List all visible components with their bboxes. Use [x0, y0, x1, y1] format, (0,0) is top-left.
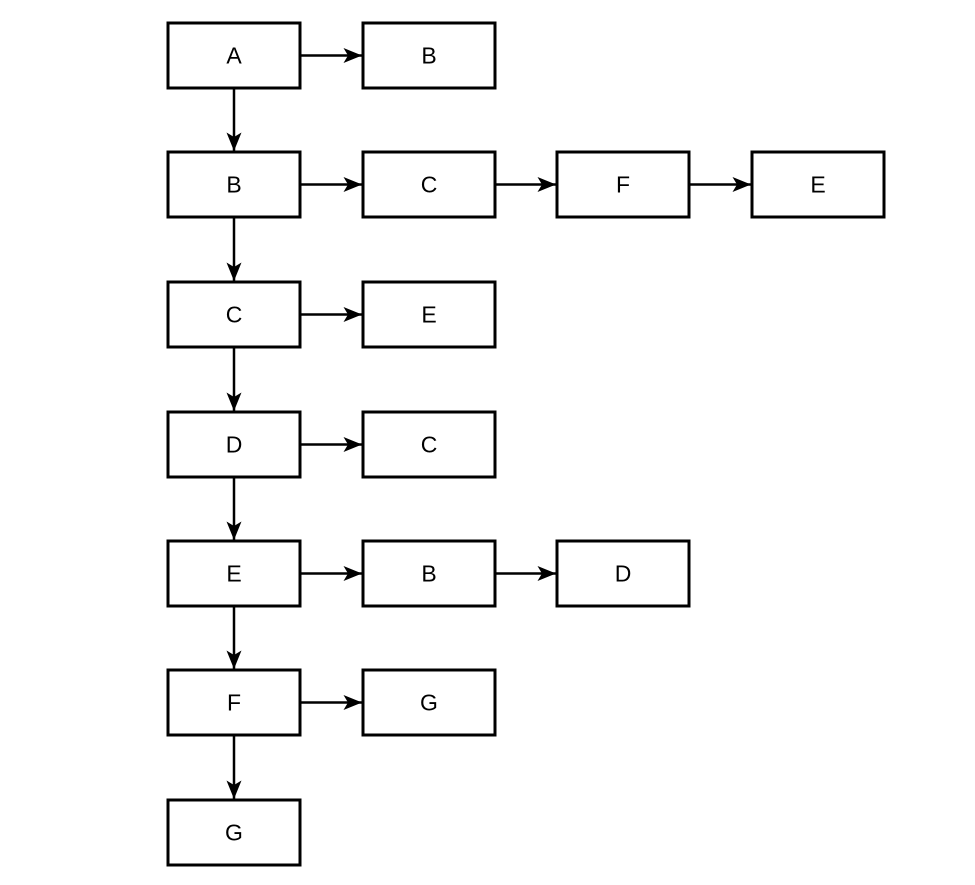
node-row1-F: F: [555, 150, 691, 219]
node-box: [361, 150, 497, 219]
node-row3-C: C: [361, 410, 497, 479]
node-row0-A: A: [166, 21, 302, 90]
node-label: B: [421, 561, 436, 587]
node-label: E: [810, 172, 825, 198]
node-box: [361, 668, 497, 737]
node-box: [361, 539, 497, 608]
node-box: [166, 150, 302, 219]
node-row1-E: E: [750, 150, 886, 219]
node-row4-D: D: [555, 539, 691, 608]
node-label: C: [226, 302, 243, 328]
node-label: A: [226, 43, 242, 69]
node-row2-C: C: [166, 280, 302, 349]
node-label: C: [421, 172, 438, 198]
node-box: [166, 539, 302, 608]
node-box: [166, 21, 302, 90]
node-row4-E: E: [166, 539, 302, 608]
node-row0-B: B: [361, 21, 497, 90]
node-box: [166, 280, 302, 349]
node-row5-F: F: [166, 668, 302, 737]
node-label: B: [421, 43, 436, 69]
node-box: [555, 539, 691, 608]
node-row6-G: G: [166, 798, 302, 867]
node-box: [166, 798, 302, 867]
node-row2-E: E: [361, 280, 497, 349]
node-box: [166, 668, 302, 737]
node-row4-B: B: [361, 539, 497, 608]
edges-layer: [226, 48, 751, 799]
nodes-layer: A B B C F E C E D C E B D F G G: [166, 21, 886, 867]
node-box: [750, 150, 886, 219]
node-box: [361, 280, 497, 349]
node-label: C: [421, 432, 438, 458]
node-label: E: [226, 561, 241, 587]
node-label: D: [615, 561, 632, 587]
node-label: D: [226, 432, 243, 458]
node-box: [555, 150, 691, 219]
node-box: [166, 410, 302, 479]
node-box: [361, 410, 497, 479]
node-row1-C: C: [361, 150, 497, 219]
node-label: G: [420, 690, 438, 716]
node-row5-G: G: [361, 668, 497, 737]
node-label: B: [226, 172, 241, 198]
node-label: G: [225, 820, 243, 846]
node-label: F: [227, 690, 241, 716]
node-label: F: [616, 172, 630, 198]
node-box: [361, 21, 497, 90]
node-row1-B: B: [166, 150, 302, 219]
node-label: E: [421, 302, 436, 328]
node-row3-D: D: [166, 410, 302, 479]
